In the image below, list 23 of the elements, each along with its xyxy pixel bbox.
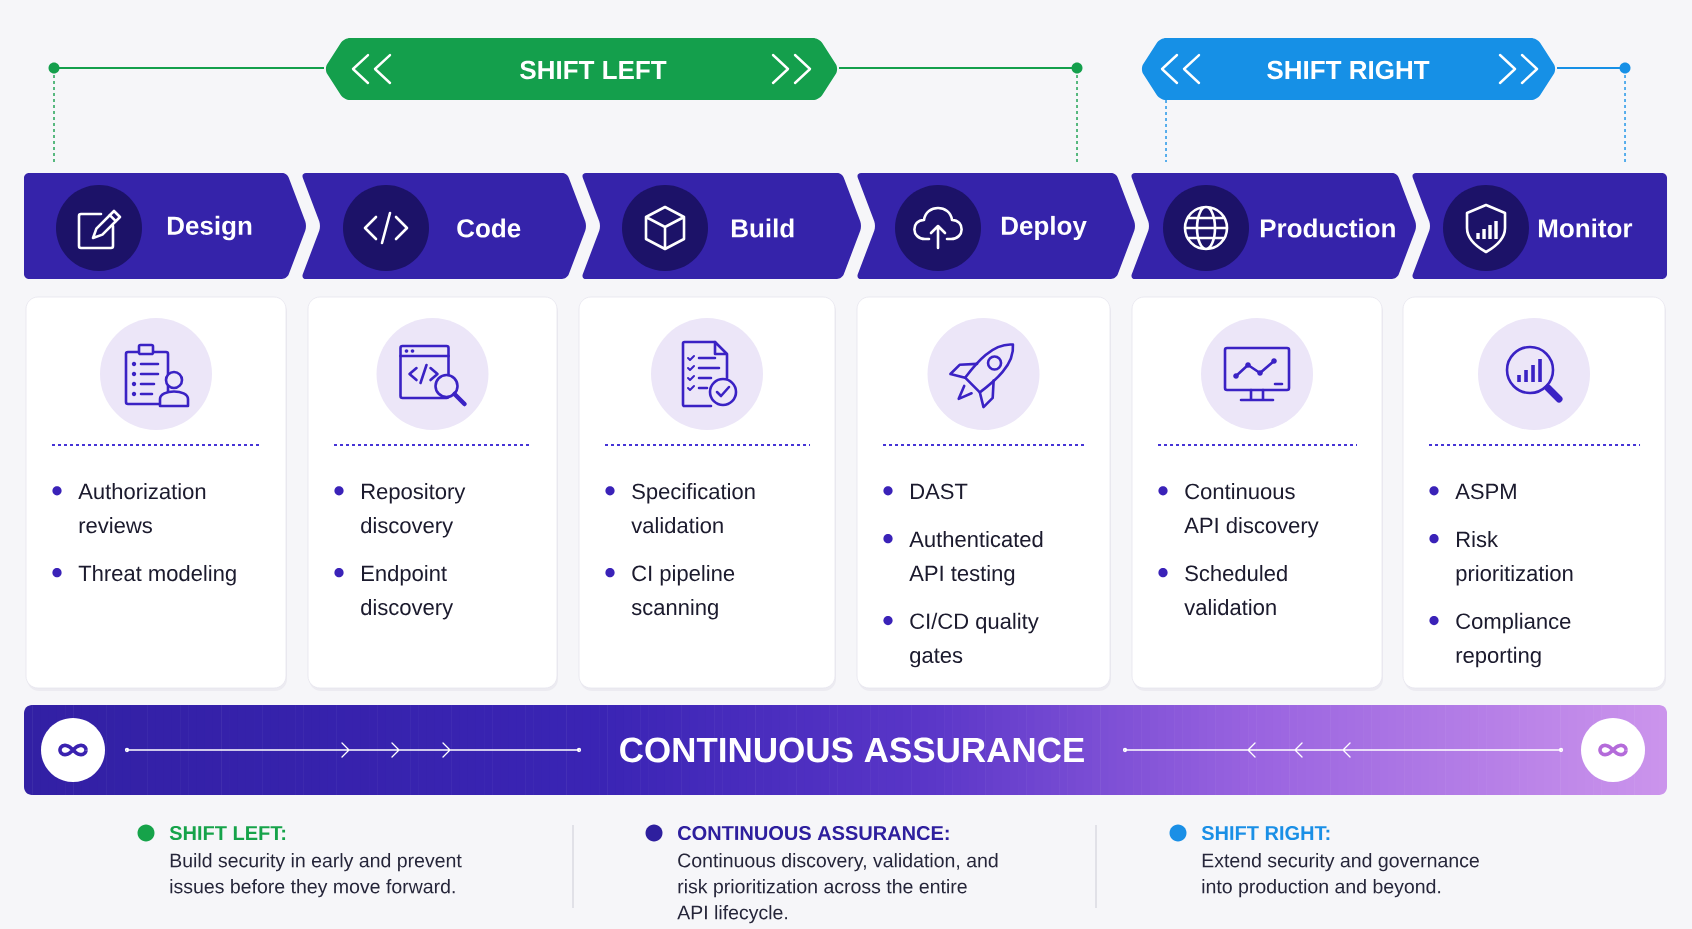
bullet-text: Repository discovery (361, 483, 466, 538)
legend-label: SHIFT LEFT: (169, 825, 286, 841)
legend-label: SHIFT RIGHT: (1201, 825, 1330, 841)
bullet-text: Authenticated API testing (909, 530, 1043, 586)
bullet-text: Authorization reviews (78, 483, 206, 534)
legend-description: Continuous discovery, validation, and risk prioritization across the entire API lifecycle. (677, 853, 998, 924)
bullet-text: DAST (911, 483, 968, 500)
legend-description: Extend security and governance into production and beyond. (1202, 853, 1479, 898)
bullet-text: Continuous API discovery (1184, 483, 1319, 538)
bullet-text: Risk prioritization (1456, 530, 1573, 586)
bullet-text: CI/CD quality gates (910, 612, 1039, 668)
bullet-text: Compliance reporting (1456, 612, 1571, 668)
shift-banner: SHIFT LEFT (325, 38, 838, 100)
legend-description: Build security in early and prevent issues before they move forward. (170, 853, 462, 898)
bullet-text: Endpoint discovery (361, 564, 454, 620)
bullet-text: ASPM (1455, 483, 1516, 500)
bullet-text: Threat modeling (78, 564, 236, 586)
band-title: CONTINUOUS ASSURANCE (620, 737, 1084, 763)
bullet-text: Specification validation (631, 483, 755, 534)
legend-label: CONTINUOUS ASSURANCE: (678, 825, 949, 841)
shift-banner: SHIFT RIGHT (1141, 38, 1556, 100)
bullet-text: CI pipeline scanning (631, 564, 735, 620)
bullet-text: Scheduled validation (1184, 564, 1287, 616)
